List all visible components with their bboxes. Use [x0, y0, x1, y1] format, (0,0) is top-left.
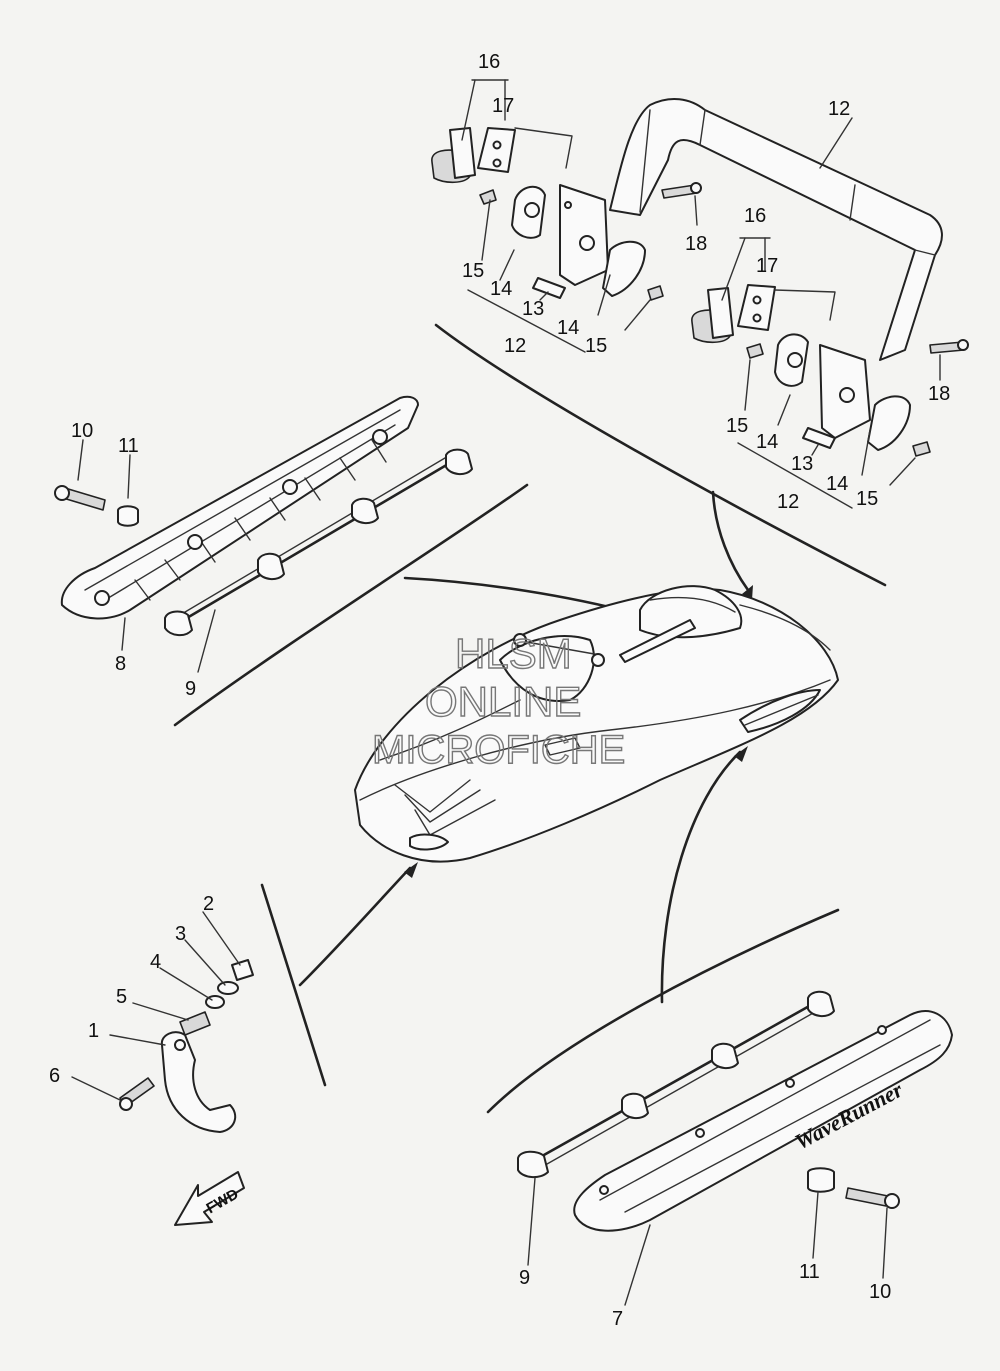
callout-1: 1 — [88, 1020, 99, 1042]
watermark-line3: MICROFICHE — [372, 728, 625, 772]
watermark-line1: HLSM — [455, 630, 572, 677]
callout-10: 10 — [869, 1281, 891, 1303]
callout-9: 9 — [185, 678, 196, 700]
callout-3: 3 — [175, 923, 186, 945]
callout-18: 18 — [685, 233, 707, 255]
callout-11: 11 — [118, 435, 139, 457]
callout-15: 15 — [462, 260, 484, 282]
watermark-line2: ONLINE — [425, 678, 581, 725]
callout-15: 15 — [585, 335, 607, 357]
callout-14: 14 — [826, 473, 848, 495]
group-boundary-lines — [173, 323, 887, 1114]
callout-16: 16 — [744, 205, 766, 227]
callout-11: 11 — [799, 1261, 820, 1283]
left-grab-rail-assembly — [54, 395, 473, 673]
callout-2: 2 — [203, 893, 214, 915]
callout-18: 18 — [928, 383, 950, 405]
callout-15: 15 — [726, 415, 748, 437]
stern-hook-assembly — [71, 911, 254, 1133]
fwd-arrow: FWD — [174, 1171, 245, 1226]
callout-9: 9 — [519, 1267, 530, 1289]
callout-16: 16 — [478, 51, 500, 73]
callout-12: 12 — [504, 335, 526, 357]
callout-labels: 16 17 12 18 16 17 15 14 13 12 14 15 18 1… — [49, 51, 950, 1330]
callout-14: 14 — [490, 278, 512, 300]
callout-14: 14 — [557, 317, 579, 339]
tow-bar-assembly — [431, 79, 969, 509]
callout-12: 12 — [828, 98, 850, 120]
leader-arrows — [298, 490, 753, 1004]
callout-13: 13 — [522, 298, 544, 320]
watercraft-illustration — [354, 585, 839, 863]
callout-14: 14 — [756, 431, 778, 453]
callout-17: 17 — [756, 255, 778, 277]
watermark: HLSM ONLINE MICROFICHE — [371, 629, 626, 772]
callout-12: 12 — [777, 491, 799, 513]
callout-17: 17 — [492, 95, 514, 117]
callout-8: 8 — [115, 653, 126, 675]
callout-10: 10 — [71, 420, 93, 442]
callout-5: 5 — [116, 986, 127, 1008]
callout-7: 7 — [612, 1308, 623, 1330]
callout-6: 6 — [49, 1065, 60, 1087]
callout-15: 15 — [856, 488, 878, 510]
callout-13: 13 — [791, 453, 813, 475]
callout-4: 4 — [150, 951, 161, 973]
